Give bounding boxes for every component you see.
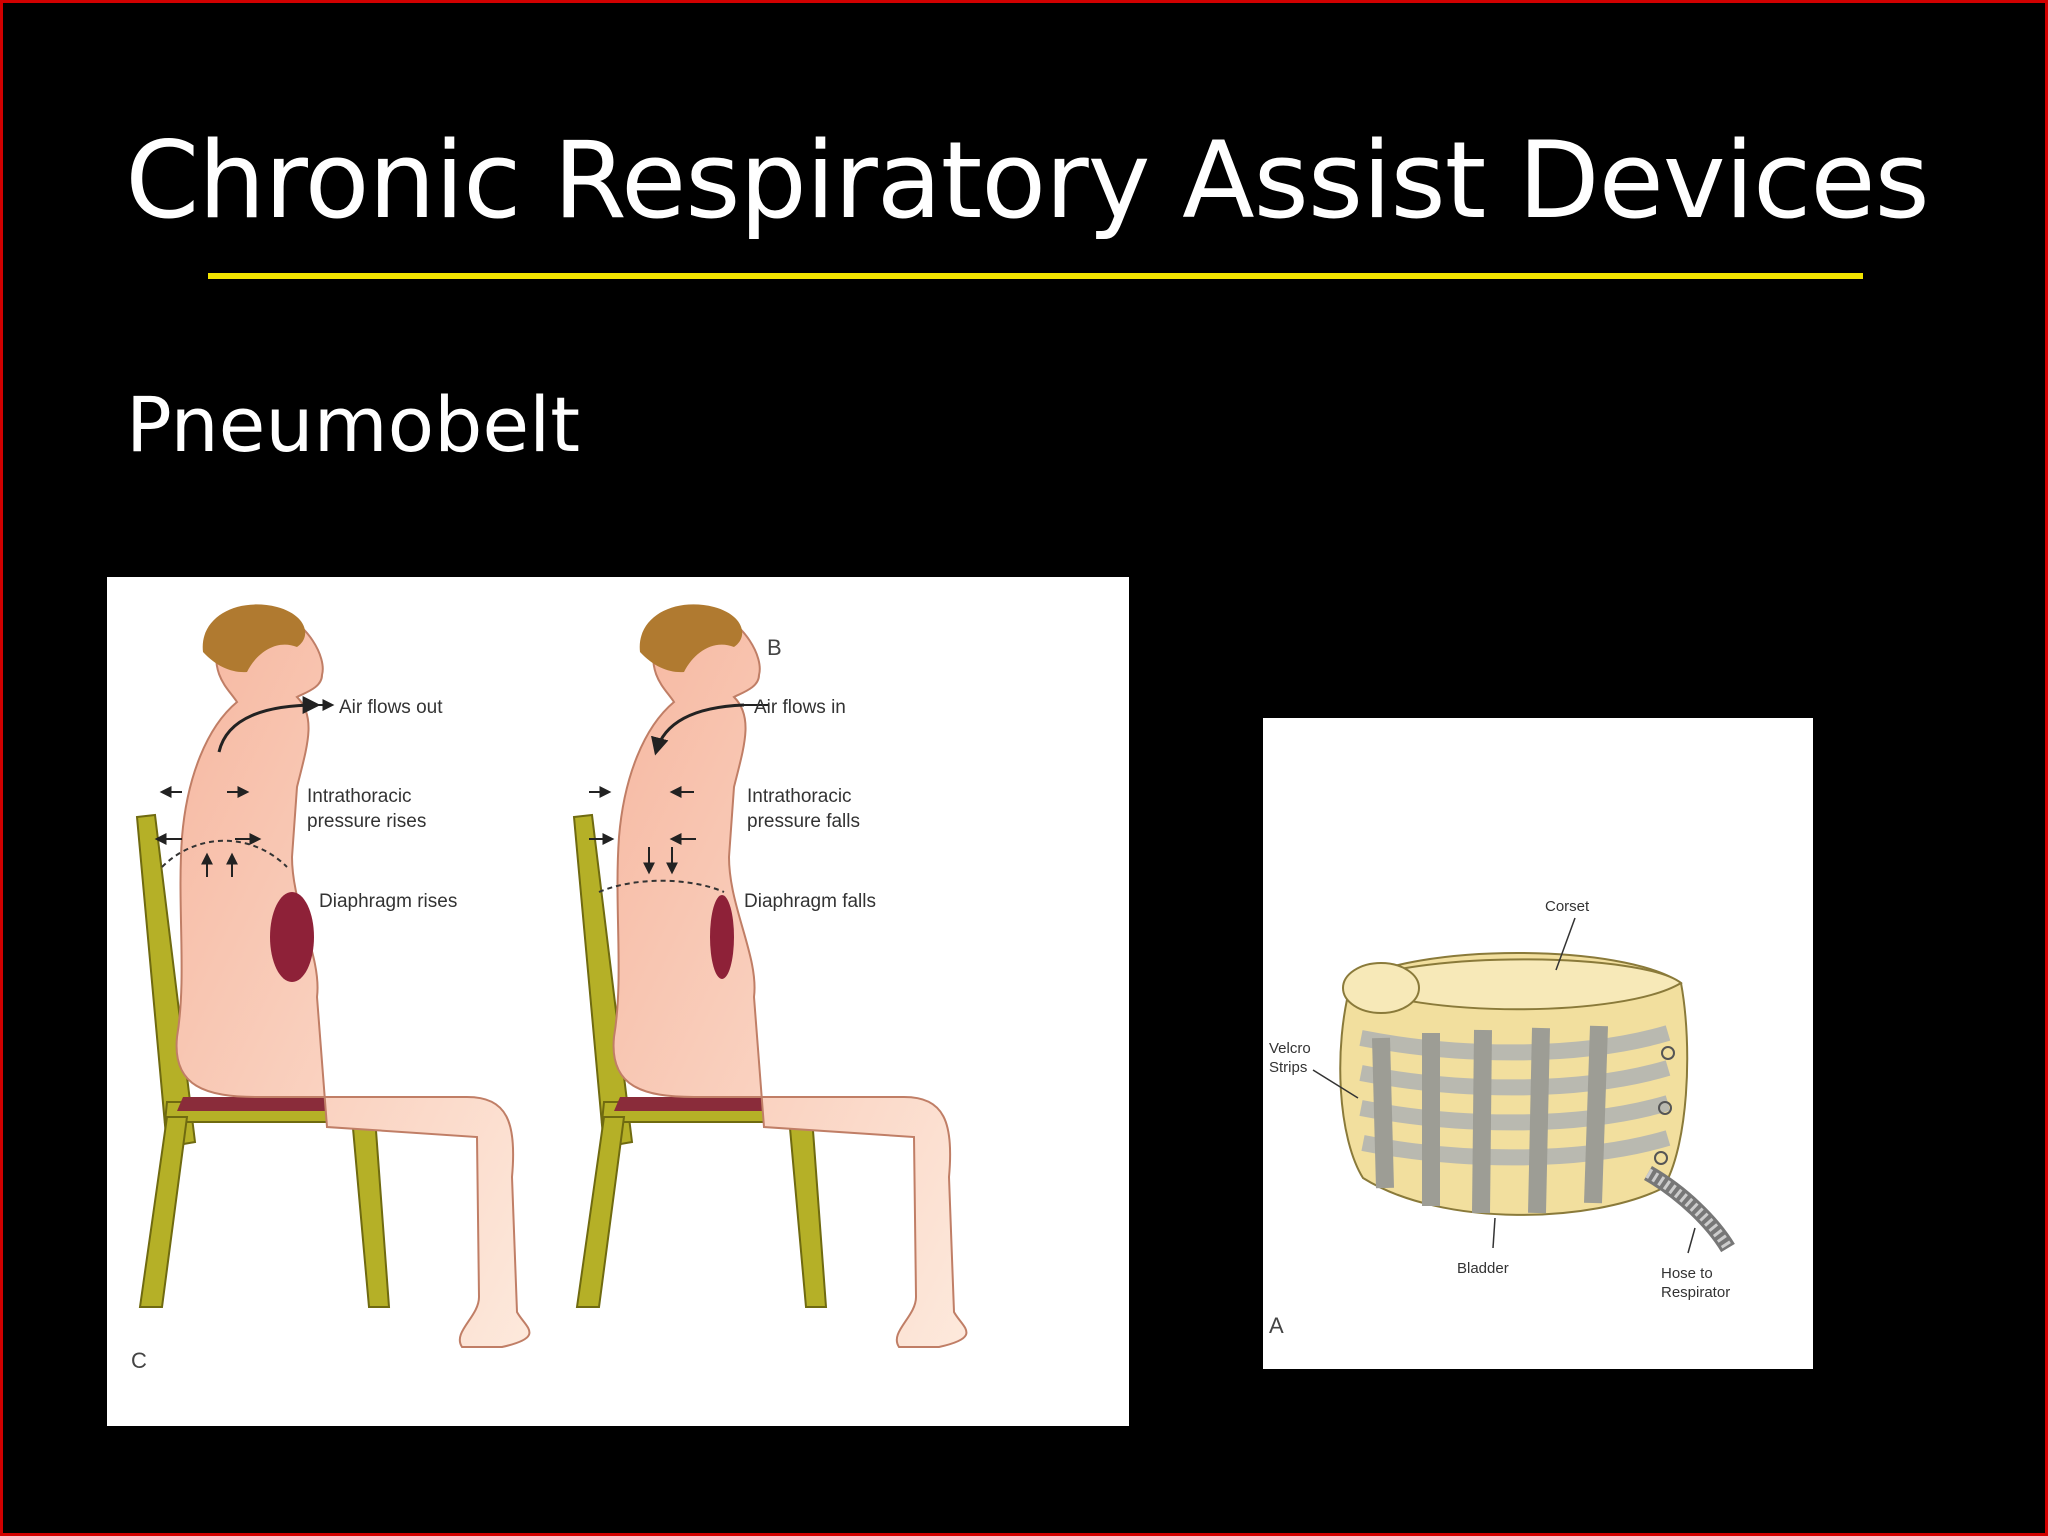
figure-exhale: Air flows out Intrathoracic pressure ris… (135, 604, 531, 1348)
figure-inhale: Air flows in Intrathoracic pressure fall… (572, 604, 968, 1348)
body-icon (175, 609, 531, 1348)
panel-letter-c: C (131, 1348, 147, 1373)
label-pressure-rises-line2: pressure rises (307, 811, 426, 832)
label-hose-line2: Respirator (1661, 1284, 1730, 1301)
label-pressure-rises-line1: Intrathoracic (307, 786, 412, 807)
label-bladder: Bladder (1457, 1260, 1509, 1277)
label-pressure-falls-line2: pressure falls (747, 811, 860, 832)
panel-letter-a: A (1269, 1313, 1284, 1338)
label-corset: Corset (1545, 898, 1590, 915)
label-pressure-falls-line1: Intrathoracic (747, 786, 852, 807)
slide-title: Chronic Respiratory Assist Devices (125, 119, 1930, 242)
corset-illustration: Corset Velcro Strips Bladder Hose to Res… (1269, 898, 1735, 1338)
belt-bladder-icon (710, 895, 734, 979)
label-air-flows-in: Air flows in (754, 697, 846, 718)
label-diaphragm-rises: Diaphragm rises (319, 891, 457, 912)
panel-letter-b: B (767, 635, 782, 660)
title-underline (208, 273, 1863, 279)
pneumobelt-device-figure: Corset Velcro Strips Bladder Hose to Res… (1263, 718, 1813, 1369)
hair-icon (202, 604, 306, 673)
label-air-flows-out: Air flows out (339, 697, 443, 718)
hair-icon (639, 604, 743, 673)
label-velcro-line1: Velcro (1269, 1040, 1311, 1057)
corset-icon (1339, 952, 1689, 1216)
slide-subtitle: Pneumobelt (126, 380, 581, 469)
label-hose-line1: Hose to (1661, 1265, 1713, 1282)
breathing-illustration: Air flows out Intrathoracic pressure ris… (131, 604, 968, 1373)
label-velcro-line2: Strips (1269, 1059, 1307, 1076)
pneumobelt-breathing-figure: Air flows out Intrathoracic pressure ris… (107, 577, 1129, 1426)
label-diaphragm-falls: Diaphragm falls (744, 891, 876, 912)
body-icon (612, 609, 968, 1348)
belt-bladder-icon (270, 892, 314, 982)
